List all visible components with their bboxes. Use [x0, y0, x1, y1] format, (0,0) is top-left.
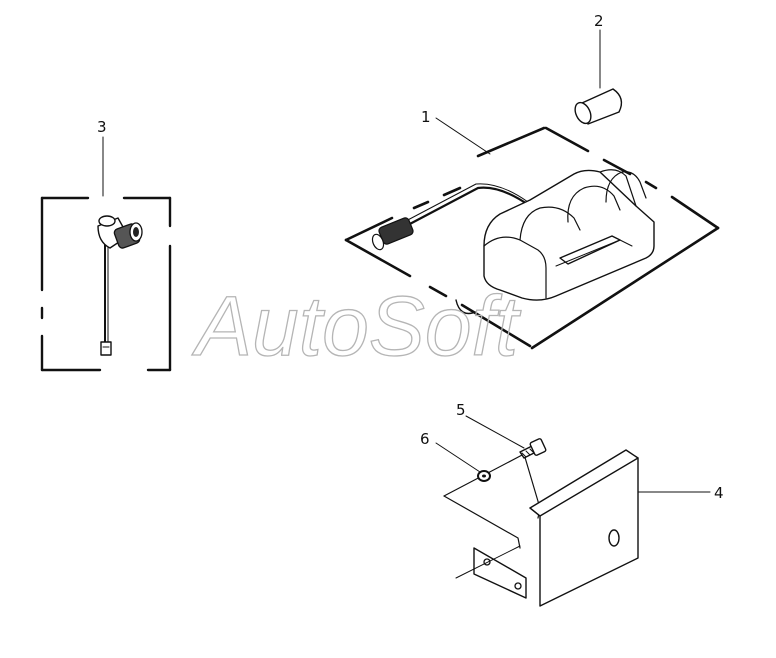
- leader-lines: [102, 29, 711, 579]
- callout-4: 4: [714, 484, 724, 502]
- part-6-washer: [477, 470, 491, 482]
- callout-2: 2: [594, 12, 604, 30]
- watermark-text: AutoSoft: [191, 279, 522, 373]
- part-4-mounting-bracket: [443, 449, 639, 607]
- part-1-charging-cradle: [344, 126, 720, 350]
- part-3-connector-cable: [40, 196, 172, 372]
- callout-6: 6: [420, 430, 430, 448]
- part-5-screw: [519, 438, 547, 459]
- callout-1: 1: [421, 108, 431, 126]
- part-2-cylinder: [574, 88, 623, 125]
- callout-3: 3: [97, 118, 107, 136]
- callout-labels: 2 3 1 4 5 6: [97, 12, 724, 502]
- callout-5: 5: [456, 401, 466, 419]
